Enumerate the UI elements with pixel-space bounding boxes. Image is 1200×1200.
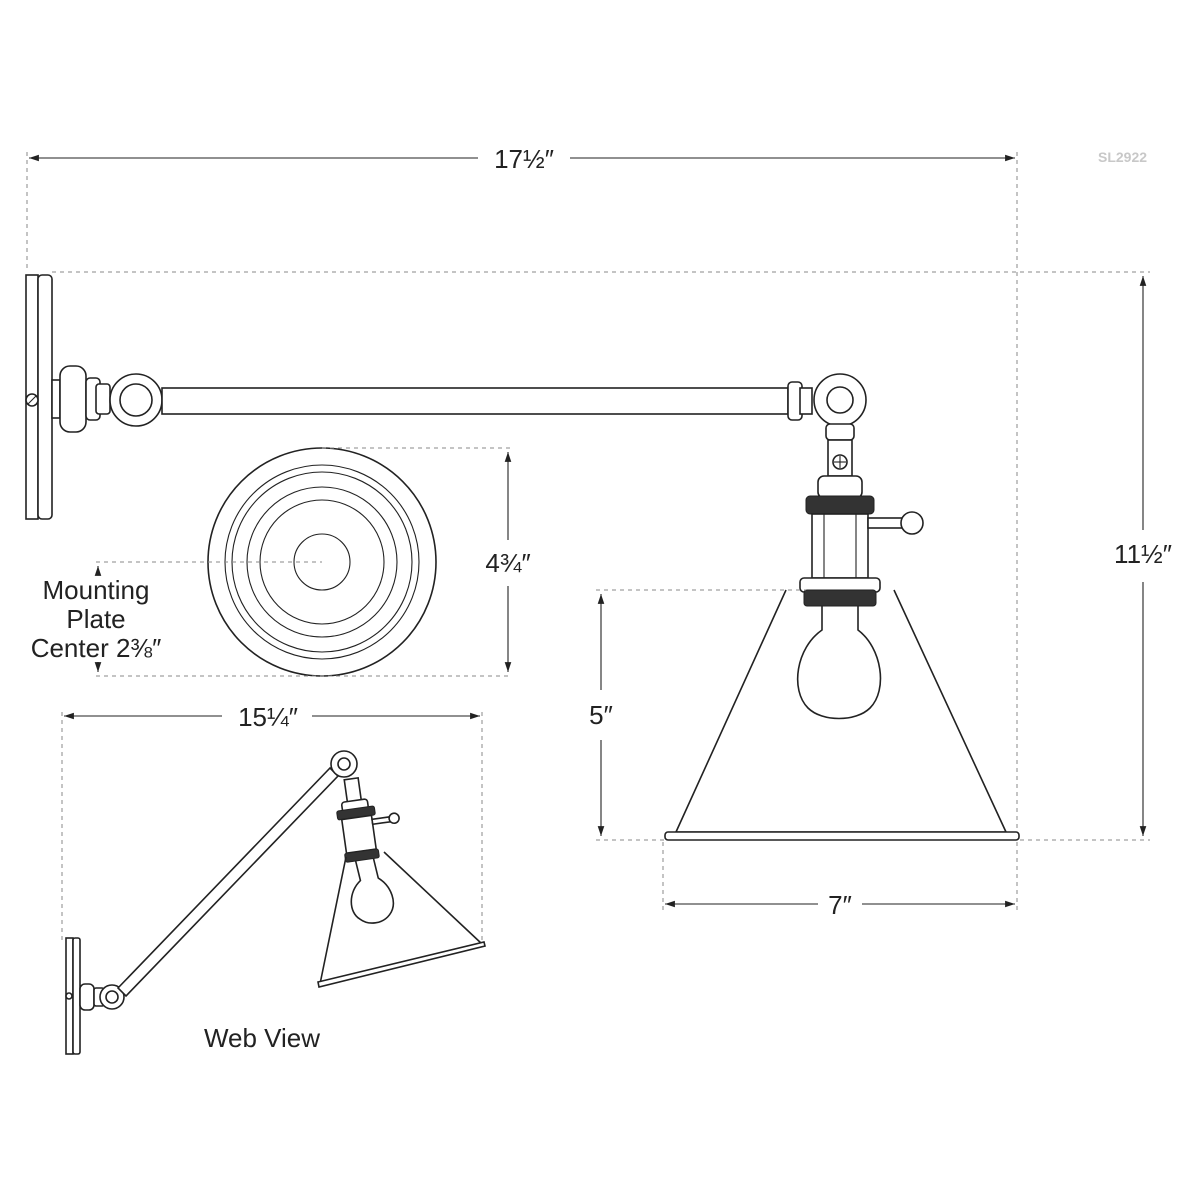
shade-width-label: 7″ [828,890,852,920]
svg-text:Center 2⅜″: Center 2⅜″ [31,633,162,663]
web-view-width-label: 15¼″ [238,702,298,732]
mounting-plate-label: Mounting Plate Center 2⅜″ [31,575,162,663]
overall-width-label: 17½″ [494,144,554,174]
product-code: SL2922 [1098,149,1147,165]
backplate-front-view: 4¾″ [94,447,531,677]
sconce-side-view [25,274,1020,841]
overall-height-dimension: 11½″ [52,271,1172,841]
backplate-height-label: 4¾″ [485,548,530,578]
svg-text:Mounting: Mounting [43,575,150,605]
web-view-width-dimension: 15¼″ [61,702,483,940]
sconce-web-view [65,750,486,1055]
overall-width-dimension: 17½″ [26,144,1018,835]
web-view-label: Web View [204,1023,320,1053]
shade-height-dimension: 5″ [589,589,806,841]
overall-height-label: 11½″ [1114,539,1172,569]
svg-text:Plate: Plate [66,604,125,634]
shade-width-dimension: 7″ [662,842,1018,920]
shade-height-label: 5″ [589,700,613,730]
